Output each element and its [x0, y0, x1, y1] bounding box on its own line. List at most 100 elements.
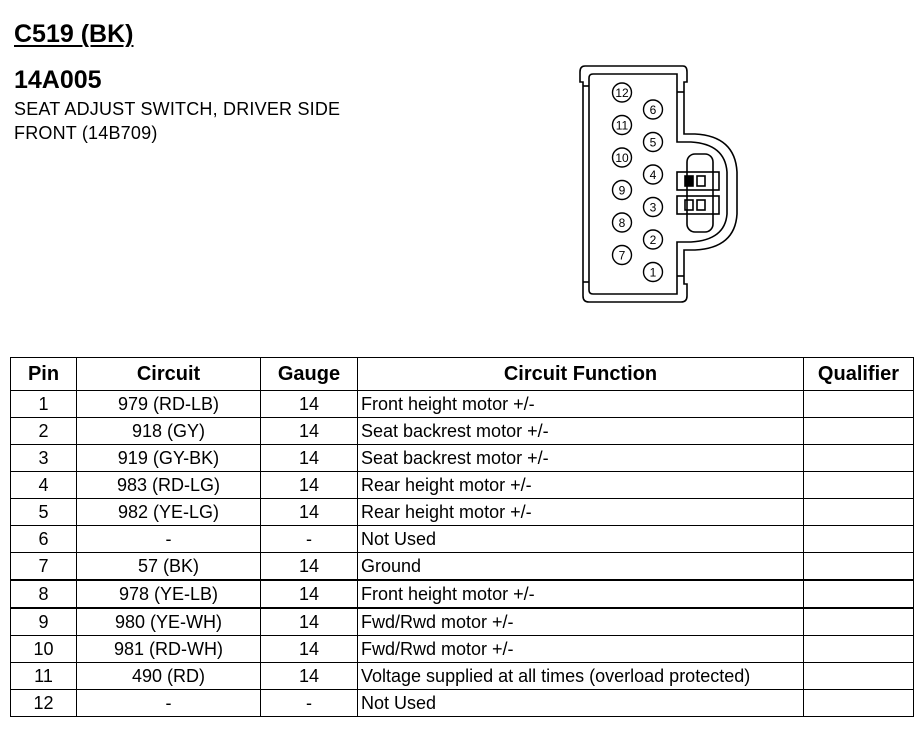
- pin-cavity-7: [611, 244, 633, 266]
- pin-number-label: 10: [615, 151, 629, 165]
- pin-cell: 3: [10, 444, 77, 472]
- connector-latch: [686, 153, 714, 233]
- circuit-cell: 983 (RD-LG): [76, 471, 261, 499]
- header-pin: Pin: [10, 357, 77, 391]
- pin-cell: 11: [10, 662, 77, 690]
- table-row: 6--Not Used: [10, 525, 914, 553]
- table-header-row: Pin Circuit Gauge Circuit Function Quali…: [10, 357, 914, 391]
- pin-number-label: 1: [650, 266, 657, 280]
- pin-number-label: 3: [650, 201, 657, 215]
- function-cell: Rear height motor +/-: [357, 498, 804, 526]
- header-qualifier: Qualifier: [803, 357, 914, 391]
- pin-cell: 7: [10, 552, 77, 581]
- pin-cavity-10: [611, 147, 633, 168]
- pin-cell: 6: [10, 525, 77, 553]
- connector-housing: [579, 65, 738, 303]
- description-line-1: SEAT ADJUST SWITCH, DRIVER SIDE: [14, 99, 341, 119]
- qualifier-cell: [803, 417, 914, 445]
- qualifier-cell: [803, 471, 914, 499]
- circuit-cell: 918 (GY): [76, 417, 261, 445]
- pin-cell: 2: [10, 417, 77, 445]
- gauge-cell: 14: [260, 662, 358, 690]
- circuit-cell: 978 (YE-LB): [76, 579, 261, 609]
- header-circuit: Circuit: [76, 357, 261, 391]
- qualifier-cell: [803, 552, 914, 581]
- pin-cavity-3: [642, 196, 664, 218]
- pin-number-label: 8: [619, 216, 626, 230]
- gauge-cell: 14: [260, 579, 358, 609]
- gauge-cell: 14: [260, 390, 358, 418]
- circuit-cell: 982 (YE-LG): [76, 498, 261, 526]
- function-cell: Not Used: [357, 689, 804, 717]
- pin-cell: 1: [10, 390, 77, 418]
- circuit-cell: 980 (YE-WH): [76, 607, 261, 636]
- gauge-cell: -: [260, 689, 358, 717]
- pin-cavity-2: [642, 229, 664, 250]
- pin-cavity-8: [611, 212, 633, 233]
- qualifier-cell: [803, 579, 914, 609]
- pin-number-label: 9: [619, 184, 626, 198]
- pin-cell: 9: [10, 607, 77, 636]
- function-cell: Voltage supplied at all times (overload …: [357, 662, 804, 690]
- pin-cell: 8: [10, 579, 77, 609]
- qualifier-cell: [803, 498, 914, 526]
- pin-number-label: 6: [650, 103, 657, 117]
- function-cell: Seat backrest motor +/-: [357, 444, 804, 472]
- pin-cell: 10: [10, 635, 77, 663]
- connector-inner-outline: [588, 73, 728, 295]
- function-cell: Seat backrest motor +/-: [357, 417, 804, 445]
- part-number: 14A005: [14, 66, 102, 94]
- pin-cell: 12: [10, 689, 77, 717]
- function-cell: Ground: [357, 552, 804, 581]
- header-gauge: Gauge: [260, 357, 358, 391]
- circuit-cell: 919 (GY-BK): [76, 444, 261, 472]
- function-cell: Fwd/Rwd motor +/-: [357, 607, 804, 636]
- connector-id: C519 (BK): [14, 20, 134, 48]
- gauge-cell: -: [260, 525, 358, 553]
- pin-number-label: 2: [650, 233, 657, 247]
- header-function: Circuit Function: [357, 357, 804, 391]
- pin-number-label: 12: [615, 86, 629, 100]
- pin-number-label: 5: [650, 136, 657, 150]
- circuit-cell: 490 (RD): [76, 662, 261, 690]
- qualifier-cell: [803, 525, 914, 553]
- gauge-cell: 14: [260, 552, 358, 581]
- pin-cell: 5: [10, 498, 77, 526]
- circuit-cell: -: [76, 689, 261, 717]
- pin-cavity-5: [642, 131, 664, 153]
- table-row: 12--Not Used: [10, 689, 914, 717]
- circuit-cell: 981 (RD-WH): [76, 635, 261, 663]
- function-cell: Fwd/Rwd motor +/-: [357, 635, 804, 663]
- qualifier-cell: [803, 635, 914, 663]
- function-cell: Front height motor +/-: [357, 579, 804, 609]
- gauge-cell: 14: [260, 498, 358, 526]
- gauge-cell: 14: [260, 471, 358, 499]
- pin-number-label: 7: [619, 249, 626, 263]
- pin-table: Pin Circuit Gauge Circuit Function Quali…: [10, 357, 914, 717]
- pin-cavity-1: [642, 261, 664, 283]
- qualifier-cell: [803, 662, 914, 690]
- circuit-cell: 57 (BK): [76, 552, 261, 581]
- function-cell: Rear height motor +/-: [357, 471, 804, 499]
- circuit-cell: 979 (RD-LB): [76, 390, 261, 418]
- qualifier-cell: [803, 607, 914, 636]
- gauge-cell: 14: [260, 607, 358, 636]
- gauge-cell: 14: [260, 417, 358, 445]
- pin-cavity-9: [611, 179, 633, 201]
- pin-number-label: 11: [616, 119, 629, 133]
- gauge-cell: 14: [260, 444, 358, 472]
- pin-cavity-11: [611, 114, 633, 136]
- qualifier-cell: [803, 390, 914, 418]
- gauge-cell: 14: [260, 635, 358, 663]
